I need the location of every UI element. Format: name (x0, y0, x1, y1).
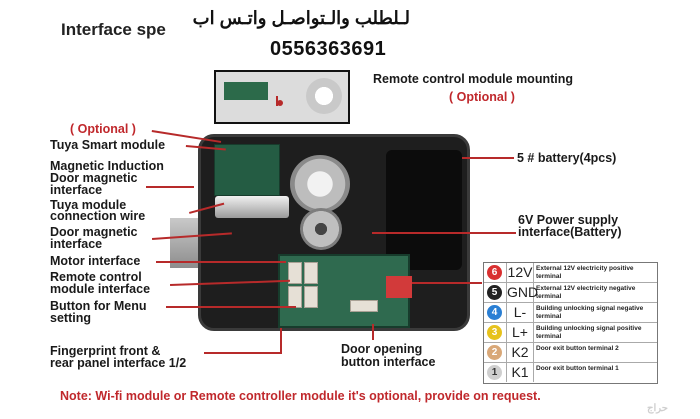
watermark: حراج (647, 403, 668, 414)
leader-line (204, 352, 282, 354)
door-magnetic-label-2b: interface (50, 237, 103, 251)
motor-interface-label: Motor interface (50, 254, 141, 268)
optional-label-top: ( Optional ) (449, 90, 515, 104)
leader-line (462, 157, 514, 159)
gear (290, 155, 350, 213)
connector (304, 262, 318, 284)
leader-line (372, 324, 374, 340)
menu-button-label-2: setting (50, 311, 91, 325)
door-magnetic-label-1: Door magnetic (50, 171, 138, 185)
connector (288, 262, 302, 284)
legend-num: 1 (487, 365, 502, 380)
remote-interface-label-1: Remote control (50, 270, 142, 284)
connector (288, 286, 302, 308)
door-opening-label-1: Door opening (341, 342, 423, 356)
legend-row: 2 K2 Door exit button terminal 2 (484, 343, 657, 363)
power-label-2: interface(Battery) (518, 225, 622, 239)
legend-row: 4 L- Building unlocking signal negative … (484, 303, 657, 323)
tuya-wire-label-1: Tuya module (50, 198, 127, 212)
legend-code: K2 (506, 343, 534, 362)
optional-label-left: ( Optional ) (70, 122, 136, 136)
legend-code: GND (506, 283, 539, 302)
legend-row: 1 K1 Door exit button terminal 1 (484, 363, 657, 383)
magnetic-induction-label: Magnetic Induction (50, 159, 164, 173)
legend-code: 12V (506, 263, 534, 282)
legend-desc: External 12V electricity positive termin… (536, 265, 634, 280)
leader-line (156, 261, 286, 263)
legend-row: 6 12V External 12V electricity positive … (484, 263, 657, 283)
legend-desc: Door exit button terminal 1 (536, 365, 619, 372)
leader-line (372, 232, 516, 234)
legend-row: 5 GND External 12V electricity negative … (484, 283, 657, 303)
legend-desc: Building unlocking signal negative termi… (536, 305, 644, 320)
leader-line (146, 186, 194, 188)
page-title: Interface spe (61, 20, 166, 39)
remote-pcb (224, 82, 268, 100)
footer-note: Note: Wi-fi module or Remote controller … (60, 389, 541, 403)
power-label-1: 6V Power supply (518, 213, 619, 227)
battery-compartment (386, 150, 462, 270)
tuya-smart-label: Tuya Smart module (50, 138, 166, 152)
remote-module-image (214, 70, 350, 124)
battery-label: 5 # battery(4pcs) (517, 151, 617, 165)
door-magnetic-label-2: Door magnetic (50, 225, 138, 239)
connector (350, 300, 378, 312)
legend-num: 4 (487, 305, 502, 320)
leader-line (280, 328, 282, 352)
legend-desc: Building unlocking signal positive termi… (536, 325, 642, 340)
legend-code: L- (506, 303, 534, 322)
leader-line (166, 306, 296, 308)
motor (300, 208, 342, 250)
legend-desc: External 12V electricity negative termin… (536, 285, 636, 300)
terminal-legend: 6 12V External 12V electricity positive … (483, 262, 658, 384)
legend-num: 5 (487, 285, 502, 300)
legend-code: K1 (506, 363, 534, 382)
connector (304, 286, 318, 308)
legend-num: 2 (487, 345, 502, 360)
legend-code: L+ (506, 323, 534, 342)
door-magnetic-label-1b: interface (50, 183, 103, 197)
leader-line (412, 282, 482, 284)
fingerprint-label-2: rear panel interface 1/2 (50, 356, 187, 370)
magnetic-rod (215, 196, 289, 218)
power-connector (386, 276, 412, 298)
door-opening-label-2: button interface (341, 355, 436, 369)
legend-num: 3 (487, 325, 502, 340)
legend-num: 6 (487, 265, 502, 280)
contact-text: لـلطلب والـتواصـل واتـس اب (192, 8, 410, 28)
legend-row: 3 L+ Building unlocking signal positive … (484, 323, 657, 343)
phone-number: 0556363691 (270, 38, 387, 60)
fingerprint-label-1: Fingerprint front & (50, 344, 161, 358)
remote-gear (306, 78, 342, 114)
legend-desc: Door exit button terminal 2 (536, 345, 619, 352)
remote-mounting-label: Remote control module mounting (373, 72, 573, 86)
remote-interface-label-2: module interface (50, 282, 151, 296)
tuya-wire-label-2: connection wire (50, 209, 146, 223)
arrow-head (277, 100, 283, 106)
tuya-module-board (214, 144, 280, 196)
menu-button-label-1: Button for Menu (50, 299, 147, 313)
